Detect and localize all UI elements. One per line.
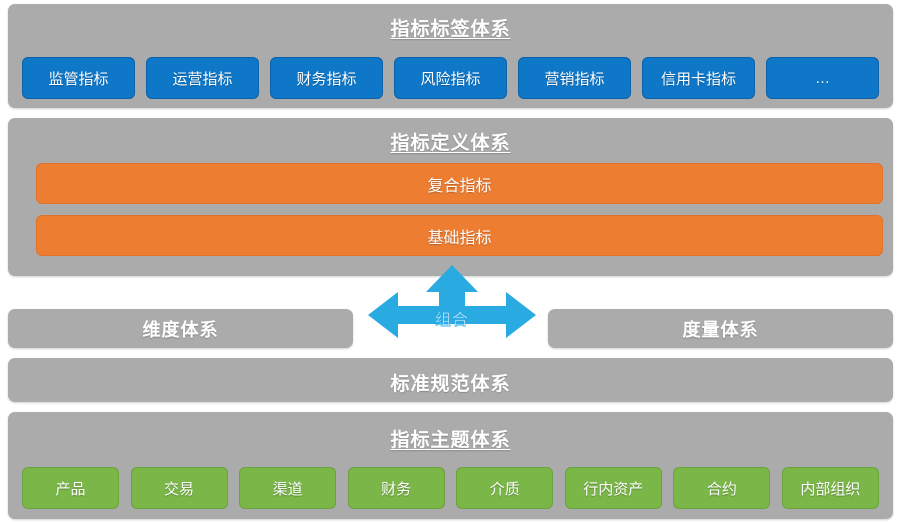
panel-tag-system-title: 指标标签体系 <box>390 19 511 40</box>
chip-tag-yunying[interactable]: 运营指标 <box>146 57 259 99</box>
tag-system-chip-row: 监管指标 运营指标 财务指标 风险指标 营销指标 信用卡指标 … <box>22 57 879 99</box>
chip-subject-neibuzuzhi[interactable]: 内部组织 <box>781 467 879 509</box>
bar-basic-indicator[interactable]: 基础指标 <box>36 215 883 256</box>
panel-standard-system: 标准规范体系 <box>8 358 893 402</box>
chip-subject-chanpin[interactable]: 产品 <box>22 467 119 509</box>
subject-system-chip-row: 产品 交易 渠道 财务 介质 行内资产 合约 内部组织 <box>22 467 879 509</box>
chip-subject-caiwu[interactable]: 财务 <box>347 467 445 509</box>
panel-definition-system-title: 指标定义体系 <box>390 133 511 154</box>
chip-tag-jianguan[interactable]: 监管指标 <box>22 57 135 99</box>
three-way-arrow-icon <box>368 265 536 338</box>
chip-subject-jiezhi[interactable]: 介质 <box>456 467 554 509</box>
chip-tag-caiwu[interactable]: 财务指标 <box>270 57 383 99</box>
chip-subject-jiaoyi[interactable]: 交易 <box>130 467 228 509</box>
panel-subject-system-title: 指标主题体系 <box>390 430 511 451</box>
chip-subject-qudao[interactable]: 渠道 <box>239 467 337 509</box>
chip-subject-heyue[interactable]: 合约 <box>673 467 771 509</box>
chip-tag-xinyongka[interactable]: 信用卡指标 <box>642 57 755 99</box>
chip-tag-fengxian[interactable]: 风险指标 <box>394 57 507 99</box>
box-dimension-system[interactable]: 维度体系 <box>8 309 353 348</box>
combination-arrow: 组合 <box>366 265 538 350</box>
box-measure-system[interactable]: 度量体系 <box>548 309 893 348</box>
chip-tag-more[interactable]: … <box>766 57 879 99</box>
panel-standard-system-title: 标准规范体系 <box>390 374 511 395</box>
chip-tag-yingxiao[interactable]: 营销指标 <box>518 57 631 99</box>
bar-composite-indicator[interactable]: 复合指标 <box>36 163 883 204</box>
chip-subject-hangnzichan[interactable]: 行内资产 <box>564 467 662 509</box>
